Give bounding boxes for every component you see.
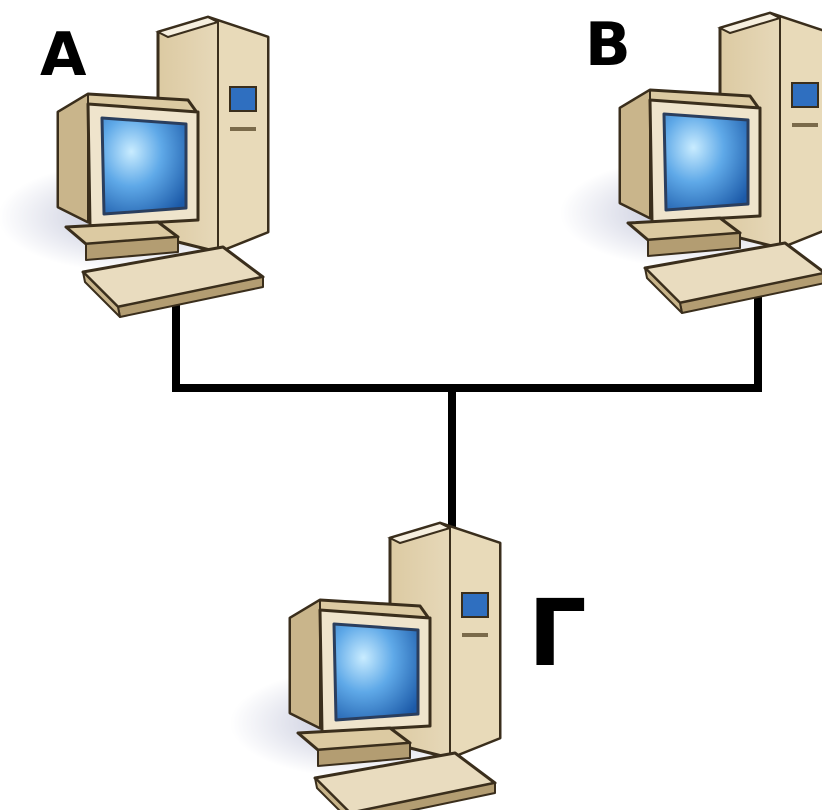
- cable-a: [172, 286, 456, 392]
- desktop-computer-icon: [228, 521, 502, 810]
- computer-g: [228, 521, 502, 810]
- node-label-g: Г: [528, 580, 587, 687]
- node-label-a: А: [40, 20, 87, 90]
- node-label-b: В: [585, 10, 631, 80]
- cable-b: [448, 274, 762, 392]
- network-cables: [172, 274, 762, 534]
